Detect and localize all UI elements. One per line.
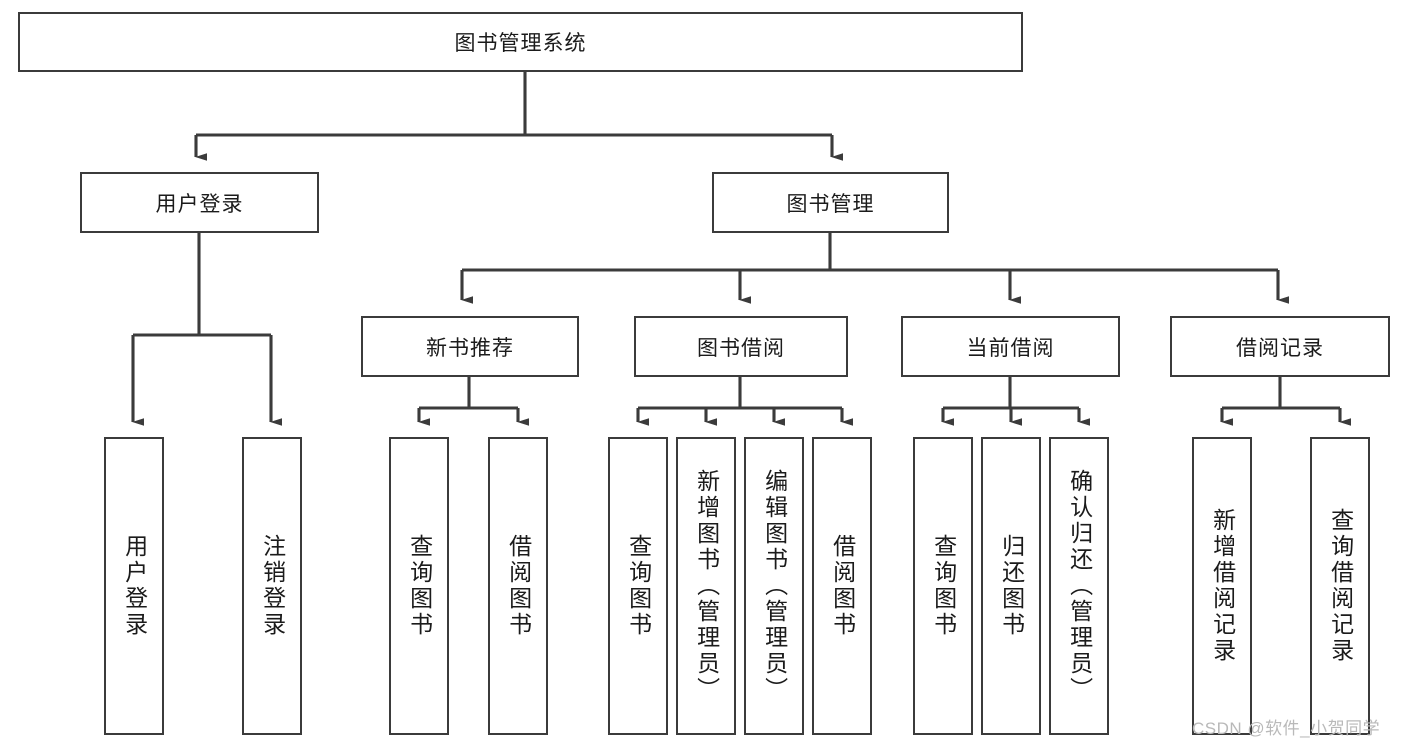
node-label: 新书推荐: [426, 336, 514, 360]
node-root-library-system[interactable]: 图书管理系统: [18, 12, 1023, 72]
node-borrow-record[interactable]: 借阅记录: [1170, 316, 1390, 377]
leaf-borrow-borrow-book[interactable]: 借阅图书: [812, 437, 872, 735]
node-book-management[interactable]: 图书管理: [712, 172, 949, 233]
node-label: 图书管理: [786, 192, 875, 216]
watermark-text: CSDN @软件_小贺同学: [1192, 719, 1381, 738]
node-label: 借阅图书: [829, 534, 856, 638]
leaf-record-query-borrow-record[interactable]: 查询借阅记录: [1310, 437, 1370, 735]
node-current-borrow[interactable]: 当前借阅: [901, 316, 1120, 377]
leaf-user-login-signout[interactable]: 注销登录: [242, 437, 302, 735]
node-book-borrow[interactable]: 图书借阅: [634, 316, 848, 377]
node-label: 查询图书: [930, 534, 957, 638]
node-label: 图书借阅: [697, 336, 785, 360]
leaf-recommend-query-book[interactable]: 查询图书: [389, 437, 449, 735]
leaf-current-confirm-return-admin[interactable]: 确认归还（管理员）: [1049, 437, 1109, 735]
node-user-login[interactable]: 用户登录: [80, 172, 319, 233]
node-new-book-recommend[interactable]: 新书推荐: [361, 316, 579, 377]
leaf-borrow-edit-book-admin[interactable]: 编辑图书（管理员）: [744, 437, 804, 735]
leaf-user-login-signin[interactable]: 用户登录: [104, 437, 164, 735]
node-label: 查询图书: [625, 534, 652, 638]
leaf-current-return-book[interactable]: 归还图书: [981, 437, 1041, 735]
node-label: 注销登录: [259, 534, 286, 638]
node-label: 新增图书（管理员）: [693, 469, 720, 703]
node-label: 用户登录: [155, 192, 244, 216]
node-label: 借阅记录: [1236, 336, 1324, 360]
leaf-borrow-query-book[interactable]: 查询图书: [608, 437, 668, 735]
leaf-recommend-borrow-book[interactable]: 借阅图书: [488, 437, 548, 735]
node-label: 查询图书: [406, 534, 433, 638]
node-label: 查询借阅记录: [1327, 508, 1354, 664]
node-label: 当前借阅: [966, 336, 1055, 360]
leaf-current-query-book[interactable]: 查询图书: [913, 437, 973, 735]
node-label: 确认归还（管理员）: [1066, 469, 1093, 703]
leaf-borrow-add-book-admin[interactable]: 新增图书（管理员）: [676, 437, 736, 735]
node-label: 编辑图书（管理员）: [761, 469, 788, 703]
node-label: 用户登录: [121, 534, 148, 638]
node-label: 借阅图书: [505, 534, 532, 638]
node-label: 归还图书: [998, 534, 1025, 638]
leaf-record-add-borrow-record[interactable]: 新增借阅记录: [1192, 437, 1252, 735]
node-label: 图书管理系统: [454, 32, 587, 55]
node-label: 新增借阅记录: [1209, 508, 1236, 664]
